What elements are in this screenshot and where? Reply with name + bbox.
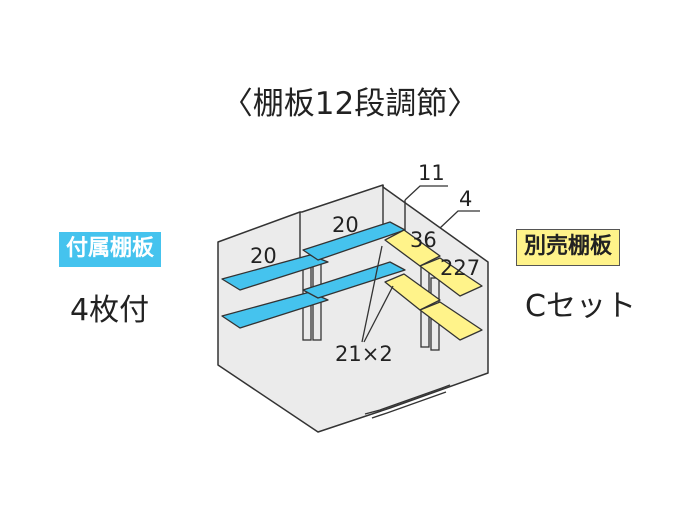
yellow-shelf-1	[384, 229, 441, 267]
right-side-label: 4	[459, 187, 472, 211]
blue-shelf-lower-left	[221, 291, 329, 329]
shelf-a-label: 36	[410, 228, 437, 252]
dimension-leaders	[361, 185, 480, 343]
yellow-shelf-3	[384, 273, 441, 311]
included-shelves	[221, 221, 406, 329]
included-shelf-badge: 付属棚板	[59, 232, 162, 267]
diagram-title: 〈棚板12段調節〉	[221, 86, 479, 122]
shelf-b-label: 227	[440, 256, 480, 280]
optional-shelf-badge: 別売棚板	[516, 229, 621, 266]
yellow-shelf-2	[419, 257, 483, 297]
spacing-label: 21×2	[335, 342, 393, 366]
optional-shelf-set: Cセット	[525, 289, 636, 324]
center-depth-label: 20	[332, 213, 359, 237]
right-top-label: 11	[418, 161, 445, 185]
included-shelf-count: 4枚付	[70, 293, 150, 328]
left-depth-label: 20	[250, 244, 277, 268]
blue-shelf-lower-right	[302, 261, 406, 299]
blue-shelf-upper-left	[221, 254, 329, 291]
yellow-shelf-4	[419, 301, 483, 341]
optional-shelves	[384, 229, 483, 341]
